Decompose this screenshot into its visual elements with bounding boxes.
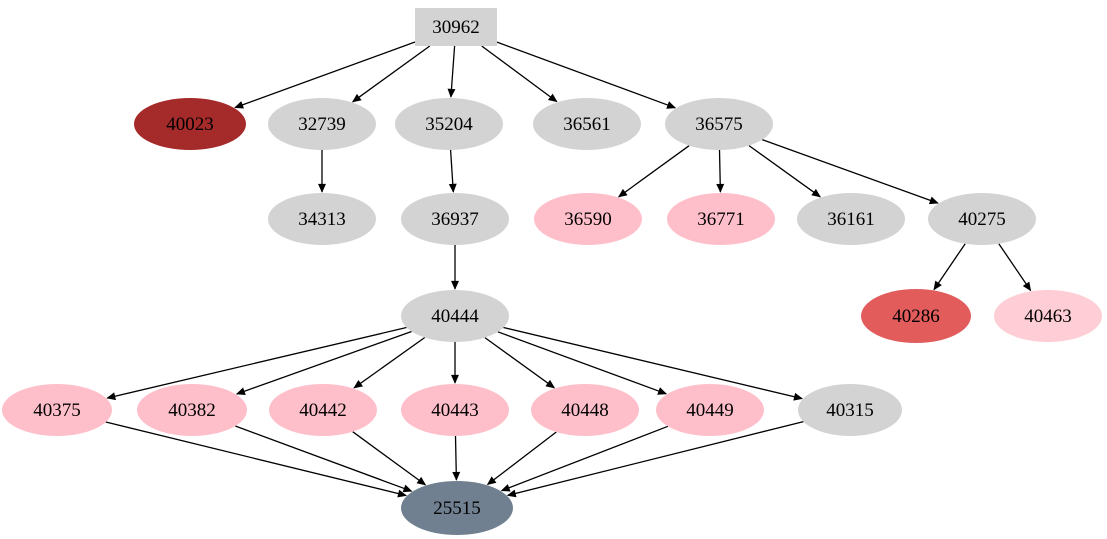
node-label: 40463 — [1024, 305, 1072, 327]
node-label: 30962 — [432, 16, 480, 38]
node-40275: 40275 — [928, 193, 1036, 245]
node-label: 40448 — [561, 399, 609, 421]
edge-40444-40449 — [497, 331, 668, 395]
edge-30962-36575 — [496, 41, 677, 109]
edge-40444-40375 — [106, 326, 407, 401]
node-36161: 36161 — [797, 193, 905, 245]
node-label: 40444 — [431, 305, 479, 327]
node-label: 36937 — [431, 208, 479, 230]
node-label: 40442 — [299, 399, 347, 421]
node-40382: 40382 — [137, 384, 247, 436]
edge-40443-25515 — [452, 435, 461, 481]
node-25515: 25515 — [401, 481, 513, 535]
node-40442: 40442 — [269, 384, 377, 436]
edge-36575-36771 — [716, 149, 725, 193]
edge-35204-36937 — [448, 149, 457, 193]
edge-40444-40315 — [503, 326, 803, 401]
node-40443: 40443 — [401, 384, 509, 436]
node-label: 32739 — [298, 113, 346, 135]
node-label: 36161 — [827, 208, 875, 230]
node-36561: 36561 — [533, 98, 641, 150]
node-40448: 40448 — [531, 384, 639, 436]
edge-40448-25515 — [486, 431, 557, 486]
node-40315: 40315 — [798, 384, 902, 436]
node-40444: 40444 — [401, 290, 509, 342]
edge-30962-40023 — [234, 41, 416, 109]
node-label: 40275 — [958, 208, 1006, 230]
node-36590: 36590 — [534, 193, 642, 245]
node-label: 40375 — [33, 399, 81, 421]
node-35204: 35204 — [395, 98, 503, 150]
node-label: 40023 — [166, 113, 214, 135]
node-label: 36561 — [563, 113, 611, 135]
edge-40375-25515 — [105, 421, 407, 498]
edge-40275-40286 — [933, 243, 966, 291]
node-label: 25515 — [433, 497, 481, 519]
edge-36575-36590 — [617, 145, 690, 198]
node-40463: 40463 — [994, 290, 1102, 342]
node-36575: 36575 — [665, 98, 773, 150]
edge-40444-40382 — [235, 330, 412, 396]
node-34313: 34313 — [268, 193, 376, 245]
edge-40444-40448 — [484, 337, 556, 389]
node-label: 36575 — [695, 113, 743, 135]
edge-40449-25515 — [500, 425, 669, 492]
edge-30962-35204 — [447, 45, 456, 98]
node-label: 36590 — [564, 208, 612, 230]
node-40375: 40375 — [2, 384, 112, 436]
node-40449: 40449 — [656, 384, 764, 436]
node-label: 40286 — [892, 305, 940, 327]
node-40286: 40286 — [861, 289, 971, 343]
node-label: 40443 — [431, 399, 479, 421]
node-label: 40315 — [826, 399, 874, 421]
edge-40442-25515 — [352, 431, 427, 486]
edge-36575-40275 — [761, 138, 939, 205]
node-32739: 32739 — [268, 98, 376, 150]
edge-group — [105, 41, 1032, 498]
edge-30962-36561 — [481, 45, 558, 103]
edge-36575-36161 — [748, 145, 821, 198]
node-label: 40449 — [686, 399, 734, 421]
node-label: 35204 — [425, 113, 473, 135]
edge-40275-40463 — [998, 243, 1032, 292]
node-36771: 36771 — [667, 193, 775, 245]
edge-40315-25515 — [506, 420, 804, 498]
node-36937: 36937 — [401, 193, 509, 245]
node-label: 36771 — [697, 208, 745, 230]
edge-40444-40442 — [353, 336, 426, 389]
edge-40382-25515 — [235, 425, 413, 493]
node-30962: 30962 — [415, 8, 497, 46]
edge-30962-32739 — [351, 45, 431, 103]
node-label: 40382 — [168, 399, 216, 421]
node-40023: 40023 — [134, 98, 246, 150]
node-label: 34313 — [298, 208, 346, 230]
